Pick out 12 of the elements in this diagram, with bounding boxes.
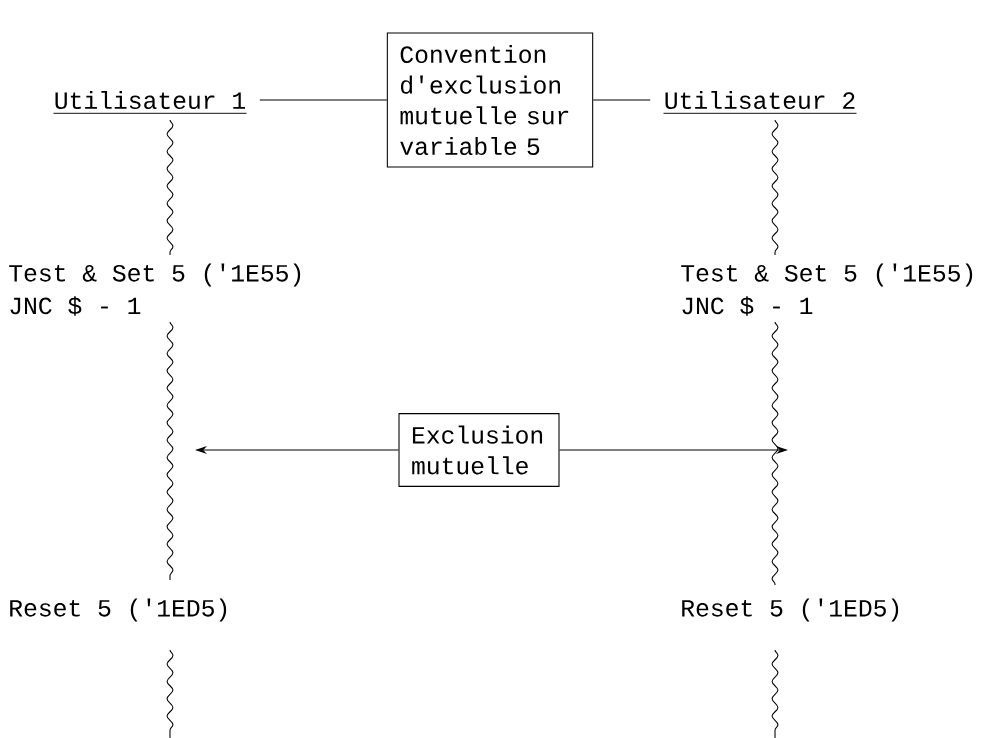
exclusion-box: Exclusion mutuelle <box>398 413 560 487</box>
connector-line <box>592 99 651 101</box>
code-label: Reset 5 ('1ED5) <box>10 598 227 622</box>
code-label: Test & Set 5 ('1E55) <box>681 263 973 287</box>
user-label: Utilisateur 2 <box>663 90 857 114</box>
convention-box: Convention d'exclusion mutuelle sur variable 5 <box>386 32 594 168</box>
code-label: JNC $ - 1 <box>10 296 141 316</box>
code-label: Test & Set 5 ('1E55) <box>9 263 301 287</box>
code-label: JNC $ - 1 <box>682 296 813 316</box>
user-label: Utilisateur 1 <box>53 90 247 114</box>
connector-line <box>259 99 388 101</box>
code-label: Reset 5 ('1ED5) <box>682 598 899 622</box>
